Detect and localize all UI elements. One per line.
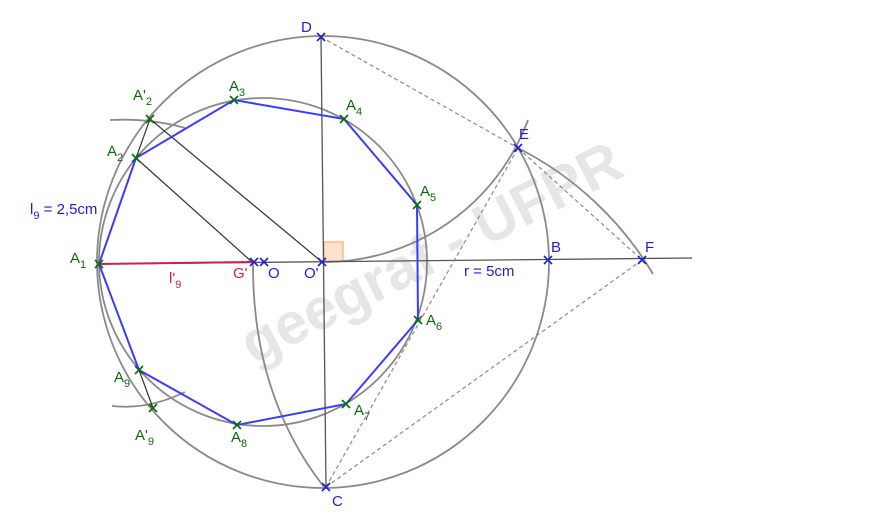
- point-mark-c-b: [321, 482, 331, 492]
- point-label-o: O: [268, 265, 280, 282]
- point-label-a3: A3: [229, 78, 245, 99]
- point-mark-a3-b: [229, 95, 239, 105]
- point-mark-a1-b: [94, 259, 104, 269]
- point-label-a9-base: A: [114, 369, 124, 386]
- label-lp9-base: l': [169, 270, 175, 287]
- point-mark-e-b: [513, 143, 523, 153]
- point-label-a1-base: A: [70, 250, 80, 267]
- point-label-e-base: E: [519, 126, 529, 143]
- point-label-f-base: F: [645, 239, 654, 256]
- label-l9-sub: 9: [33, 210, 39, 222]
- point-label-a9p-sub: 9: [148, 436, 154, 448]
- point-label-a4-sub: 4: [356, 106, 362, 118]
- point-mark-a4-b: [339, 114, 349, 124]
- right-angle-marker: [323, 241, 344, 262]
- point-mark-op-b: [317, 257, 327, 267]
- point-label-a7-base: A: [354, 402, 364, 419]
- dashed-c-f: [325, 259, 643, 488]
- arc-through-e: [321, 119, 529, 263]
- point-label-g: G': [233, 265, 248, 282]
- point-label-a7-sub: 7: [364, 411, 370, 423]
- point-mark-g-b: [249, 257, 259, 267]
- point-label-a4: A4: [346, 97, 362, 118]
- arc-e-to-f: [517, 147, 654, 275]
- point-label-a9p-base: A': [135, 427, 148, 444]
- label-l9-base: l: [30, 201, 33, 218]
- dashed-c-e: [325, 147, 519, 488]
- point-mark-a2p-b: [145, 114, 155, 124]
- point-label-g-base: G': [233, 265, 248, 282]
- point-label-a2: A2: [107, 143, 123, 164]
- segment-a2-g: [135, 157, 253, 263]
- point-label-a1-sub: 1: [80, 259, 86, 271]
- point-label-c: C: [332, 493, 343, 510]
- point-label-a2p: A'2: [133, 87, 152, 108]
- point-label-a6-sub: 6: [436, 321, 442, 333]
- point-label-a6: A6: [426, 312, 442, 333]
- segment-a9-a9p: [138, 369, 154, 409]
- label-r: r = 5cm: [464, 263, 514, 280]
- point-label-a5: A5: [420, 183, 436, 204]
- label-l9: l9 = 2,5cm: [30, 201, 97, 222]
- point-label-a4-base: A: [346, 97, 356, 114]
- point-label-a2p-sub: 2: [146, 96, 152, 108]
- point-mark-a5-b: [412, 200, 422, 210]
- point-mark-a9p-b: [148, 403, 158, 413]
- point-mark-a9-b: [134, 365, 144, 375]
- point-label-c-base: C: [332, 493, 343, 510]
- point-mark-a6-b: [413, 315, 423, 325]
- arc-c-to-g: [252, 261, 325, 488]
- arc-bottom-left: [111, 391, 186, 408]
- point-mark-d-b: [316, 32, 326, 42]
- point-label-op: O': [304, 265, 319, 282]
- point-label-a7: A7: [354, 402, 370, 423]
- point-label-a6-base: A: [426, 312, 436, 329]
- point-label-a8-base: A: [231, 429, 241, 446]
- point-mark-b-b: [543, 255, 553, 265]
- segment-lp9: [98, 261, 253, 265]
- segment-a2-a2p: [135, 118, 151, 159]
- point-label-e: E: [519, 126, 529, 143]
- point-label-a2-sub: 2: [117, 152, 123, 164]
- watermark: geegraf - UFPR: [230, 129, 633, 377]
- label-l9-value: = 2,5cm: [39, 201, 97, 218]
- point-label-b: B: [551, 239, 561, 256]
- point-label-op-base: O': [304, 265, 319, 282]
- point-label-d: D: [301, 19, 312, 36]
- segment-a2p-op: [149, 118, 323, 263]
- point-label-a2p-base: A': [133, 87, 146, 104]
- point-label-a3-sub: 3: [239, 87, 245, 99]
- point-label-b-base: B: [551, 239, 561, 256]
- point-mark-f-b: [637, 255, 647, 265]
- point-label-a9p: A'9: [135, 427, 154, 448]
- dashed-d-e: [320, 36, 519, 149]
- point-label-a3-base: A: [229, 78, 239, 95]
- point-label-a5-sub: 5: [430, 192, 436, 204]
- point-label-o-base: O: [268, 265, 280, 282]
- point-label-f: F: [645, 239, 654, 256]
- point-label-a8-sub: 8: [241, 438, 247, 450]
- point-label-a9: A9: [114, 369, 130, 390]
- point-mark-a7-b: [341, 399, 351, 409]
- point-mark-a8-b: [232, 420, 242, 430]
- point-label-a8: A8: [231, 429, 247, 450]
- label-lp9: l'9: [169, 270, 181, 291]
- point-label-a5-base: A: [420, 183, 430, 200]
- point-label-a1: A1: [70, 250, 86, 271]
- point-mark-o-b: [259, 257, 269, 267]
- point-label-a2-base: A: [107, 143, 117, 160]
- point-label-a9-sub: 9: [124, 378, 130, 390]
- point-label-d-base: D: [301, 19, 312, 36]
- point-marks: [94, 32, 647, 492]
- label-lp9-sub: 9: [175, 279, 181, 291]
- nonagon: [97, 98, 420, 427]
- point-mark-a2-b: [131, 153, 141, 163]
